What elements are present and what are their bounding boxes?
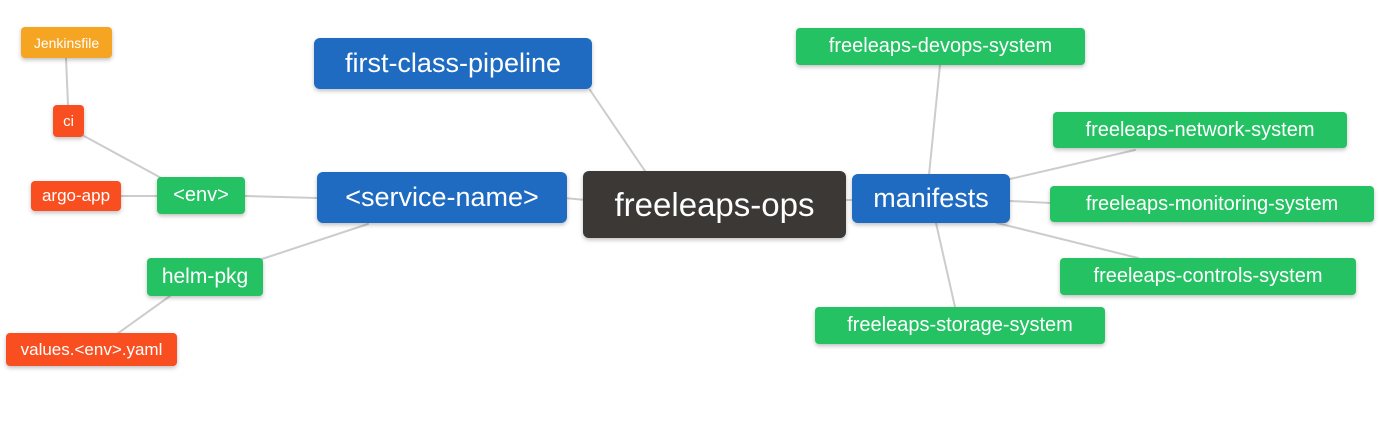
edge-ci-env [83,135,164,180]
node-freeleaps-ops[interactable]: freeleaps-ops [583,171,846,238]
edge-manifests-controls-system [996,222,1139,259]
node-freeleaps-devops-system[interactable]: freeleaps-devops-system [796,28,1085,65]
node-freeleaps-network-system[interactable]: freeleaps-network-system [1053,112,1347,148]
edge-manifests-devops-system [928,64,941,176]
edge-env-service-name [244,195,318,199]
node-argo-app[interactable]: argo-app [31,181,121,211]
edge-manifests-monitoring-system [1009,200,1052,204]
node-freeleaps-monitoring-system[interactable]: freeleaps-monitoring-system [1050,186,1374,222]
edge-values-helm-pkg [116,295,171,335]
node-env[interactable]: <env> [157,177,245,214]
edge-manifests-network-system [1009,149,1136,180]
node-manifests[interactable]: manifests [852,174,1010,223]
edge-manifests-storage-system [935,222,956,308]
node-first-class-pipeline[interactable]: first-class-pipeline [314,38,592,89]
node-jenkinsfile[interactable]: Jenkinsfile [21,27,112,58]
node-ci[interactable]: ci [53,105,84,137]
node-freeleaps-storage-system[interactable]: freeleaps-storage-system [815,307,1105,344]
edge-helm-pkg-service-name [261,223,369,260]
node-service-name[interactable]: <service-name> [317,172,567,223]
node-freeleaps-controls-system[interactable]: freeleaps-controls-system [1060,258,1356,295]
edge-jenkinsfile-ci [65,57,69,106]
node-helm-pkg[interactable]: helm-pkg [147,258,263,296]
edge-pipeline-freeleaps-ops [589,89,646,172]
node-values-env-yaml[interactable]: values.<env>.yaml [6,333,177,366]
